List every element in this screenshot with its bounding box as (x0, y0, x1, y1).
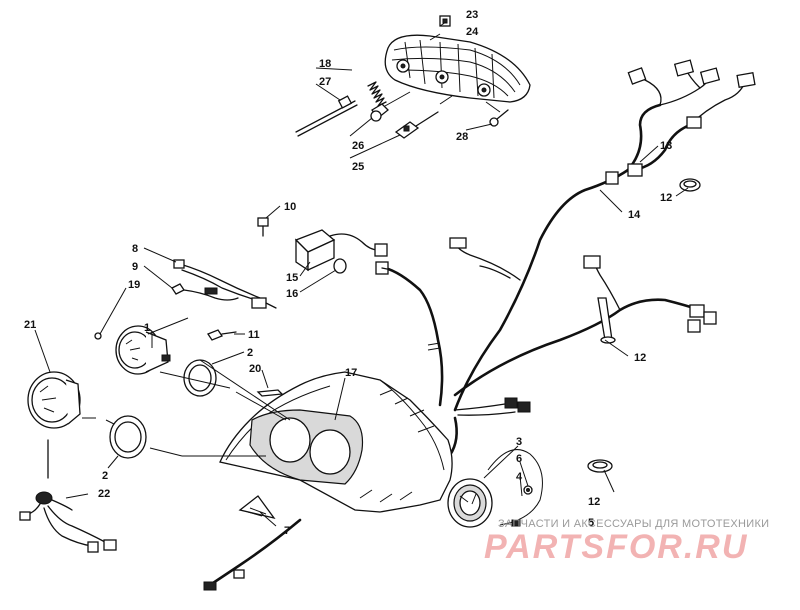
callout-23: 23 (466, 9, 478, 21)
cable-tie-part-12-middle (597, 297, 616, 344)
cable-tie-part-12-bottom (587, 459, 613, 473)
callout-15: 15 (286, 272, 298, 284)
callout-7: 7 (284, 525, 290, 537)
bulb-part-28 (489, 109, 509, 127)
callout-10: 10 (284, 201, 296, 213)
spring-part-18 (367, 81, 387, 107)
screw-part-10 (257, 217, 269, 237)
callout-27: 27 (319, 76, 331, 88)
bulb-part-19 (94, 332, 102, 340)
socket-part-25 (394, 111, 439, 139)
bezel-ring-part-2-lower (109, 415, 147, 459)
callout-12-bottom: 12 (588, 496, 600, 508)
watermark: ЗАПЧАСТИ И АКСЕССУАРЫ ДЛЯ МОТОТЕХНИКИ PA… (484, 518, 769, 566)
callout-5: 5 (588, 517, 594, 529)
callout-19: 19 (128, 279, 140, 291)
callout-2-upper: 2 (247, 347, 253, 359)
lamp-harness-part-22 (19, 491, 117, 553)
headlight-assembly (384, 34, 531, 103)
leader-lines (34, 21, 689, 527)
wiring-harness (383, 59, 756, 492)
callout-24: 24 (466, 26, 479, 38)
callout-3: 3 (516, 436, 522, 448)
grommet-part-26 (370, 103, 389, 122)
callout-21: 21 (24, 319, 36, 331)
callout-4: 4 (516, 471, 523, 483)
bezel-ring-part-2-upper (183, 359, 217, 397)
tachometer-part-3 (447, 478, 493, 528)
callout-9: 9 (132, 261, 138, 273)
callout-12-top: 12 (660, 192, 672, 204)
adjusting-screw-part-27 (295, 95, 358, 137)
callout-12-middle: 12 (634, 352, 646, 364)
knob-part-16 (333, 258, 347, 274)
callout-26: 26 (352, 140, 364, 152)
watermark-tagline: ЗАПЧАСТИ И АКСЕССУАРЫ ДЛЯ МОТОТЕХНИКИ (498, 518, 769, 530)
callout-18: 18 (319, 58, 331, 70)
gauge-part-21 (27, 371, 81, 429)
callout-6: 6 (516, 453, 522, 465)
watermark-brand: PARTSFOR.RU (484, 528, 748, 566)
callout-2-lower: 2 (102, 470, 108, 482)
callout-17: 17 (345, 367, 357, 379)
callout-13: 13 (660, 140, 672, 152)
bulb-part-20 (256, 389, 284, 397)
callout-numbers: 1 2 2 3 4 5 6 7 8 9 10 11 12 12 12 13 14… (24, 9, 672, 537)
callout-14: 14 (628, 209, 641, 221)
callout-25: 25 (352, 161, 364, 173)
callout-16: 16 (286, 288, 298, 300)
cable-tie-part-12-top (679, 178, 701, 192)
wire-part-9 (171, 283, 239, 301)
speedometer-harness-part-8 (173, 259, 277, 309)
label-decal-part-7 (238, 495, 276, 520)
wire-part-11 (207, 329, 237, 341)
callout-22: 22 (98, 488, 110, 500)
callout-20: 20 (249, 363, 261, 375)
nut-part-5 (511, 519, 521, 527)
instrument-panel-part-17 (219, 371, 453, 513)
speedometer-part-1 (115, 325, 171, 375)
callout-1: 1 (144, 322, 150, 334)
switch-part-15 (294, 229, 388, 272)
callout-8: 8 (132, 243, 138, 255)
callout-11: 11 (248, 329, 260, 341)
callout-28: 28 (456, 131, 468, 143)
